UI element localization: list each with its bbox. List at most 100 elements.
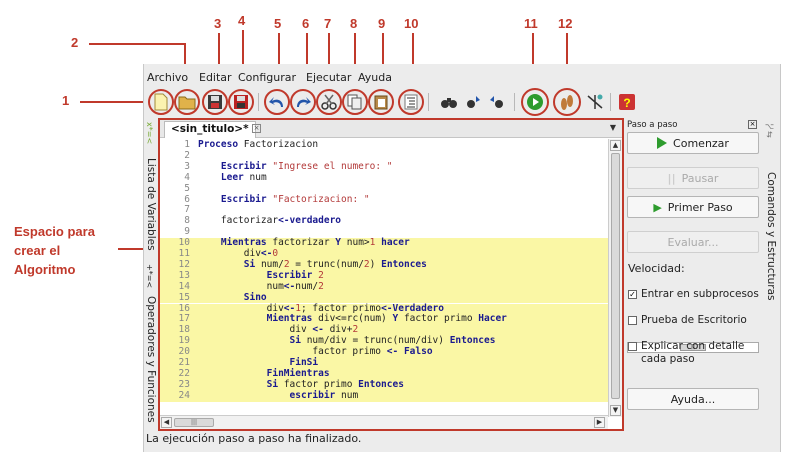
code-line[interactable]: 4 Leer num (160, 172, 608, 184)
annotation-7: 7 (324, 16, 332, 31)
line-number: 8 (184, 215, 190, 227)
velocidad-label: Velocidad: (628, 262, 685, 275)
horizontal-scrollbar[interactable]: ◀ ||| ▶ (160, 415, 608, 429)
code-line[interactable]: 7 (160, 204, 608, 216)
code-line-text: div <- div+2 (198, 324, 359, 336)
code-line-text: div<-1; factor primo<-Verdadero (198, 302, 444, 314)
menu-archivo[interactable]: Archivo (147, 71, 189, 84)
code-line-text: factor primo <- Falso (198, 346, 433, 358)
scroll-down-arrow-icon[interactable]: ▼ (610, 405, 621, 416)
menu-editar[interactable]: Editar (199, 71, 232, 84)
tab-operators-functions[interactable]: Operadores y Funciones (145, 296, 157, 423)
prueba-escritorio-checkbox[interactable] (628, 316, 637, 325)
code-line[interactable]: 10 Mientras factorizar Y num>1 hacer (160, 237, 608, 249)
editor-tab[interactable]: <sin_titulo>* (164, 121, 256, 138)
menu-ayuda[interactable]: Ayuda (358, 71, 392, 84)
pausar-label: Pausar (681, 171, 719, 185)
code-line[interactable]: 3 Escribir "Ingrese el numero: " (160, 160, 608, 173)
highlight-ring-11 (521, 88, 549, 116)
tab-comandos-estructuras[interactable]: Comandos y Estructuras (765, 172, 777, 301)
highlight-ring-4 (228, 89, 254, 115)
panel-close-icon[interactable]: × (748, 120, 757, 129)
velocidad-slider-thumb[interactable]: ||| (680, 344, 706, 351)
code-line-text: Escribir "Ingrese el numero: " (220, 160, 393, 172)
toolbar-separator (428, 93, 429, 111)
draw-diagram-icon[interactable] (584, 91, 606, 113)
velocidad-slider[interactable]: ||| (627, 342, 759, 353)
find-icon[interactable] (438, 91, 460, 113)
scroll-up-arrow-icon[interactable]: ▲ (610, 140, 621, 151)
tab-variables-list[interactable]: Lista de Variables (145, 158, 157, 251)
code-line[interactable]: 8 factorizar<-verdadero (160, 215, 608, 227)
annotation-3-vline (218, 33, 220, 87)
tab-close-icon[interactable]: × (252, 124, 261, 133)
tab-list-chevron-icon[interactable]: ▼ (609, 123, 616, 132)
code-line[interactable]: 6 Escribir "Factorizacion: " (160, 193, 608, 206)
highlight-ring-12 (553, 88, 581, 116)
line-number: 16 (178, 302, 190, 314)
code-line[interactable]: 5 (160, 183, 608, 195)
horizontal-scroll-thumb[interactable]: ||| (174, 418, 214, 427)
entrar-subprocesos-checkbox[interactable]: ✓ (628, 290, 637, 299)
highlight-ring-1 (148, 89, 174, 115)
ayuda-button[interactable]: Ayuda... (627, 388, 759, 410)
variables-tab-glyph[interactable]: x*=< (145, 122, 154, 145)
code-line[interactable]: 9 (160, 226, 608, 238)
scroll-left-arrow-icon[interactable]: ◀ (161, 417, 172, 428)
code-line[interactable]: 23 Si factor primo Entonces (160, 379, 608, 391)
operators-tab-glyph[interactable]: +*=< (145, 264, 154, 289)
line-number: 18 (178, 324, 190, 336)
menu-ejecutar[interactable]: Ejecutar (306, 71, 352, 84)
code-line-text: Escribir "Factorizacion: " (220, 193, 370, 205)
annotation-8: 8 (350, 16, 358, 31)
code-line-text: escribir num (289, 389, 359, 401)
line-number: 13 (178, 269, 190, 281)
panel-title: Paso a paso (627, 120, 678, 130)
commands-tab-glyph-icon[interactable]: ⌥⇆ (765, 122, 774, 138)
annotation-10-vline (412, 33, 414, 87)
annotation-12-vline (566, 33, 568, 87)
help-icon[interactable]: ? (616, 91, 638, 113)
find-prev-icon[interactable] (462, 91, 484, 113)
code-line[interactable]: 12 Si num/2 = trunc(num/2) Entonces (160, 259, 608, 271)
vertical-scrollbar[interactable]: ▲ ▼ (608, 139, 622, 417)
code-line-text: Mientras div<=rc(num) Y factor primo Hac… (266, 313, 507, 325)
prueba-escritorio-label: Prueba de Escritorio (641, 314, 747, 326)
code-line[interactable]: 19 Si num/div = trunc(num/div) Entonces (160, 335, 608, 348)
pseint-window: Archivo Editar Configurar Ejecutar Ayuda (143, 64, 781, 452)
code-line[interactable]: 11 div<-0 (160, 248, 608, 260)
primer-paso-button[interactable]: ▶ Primer Paso (627, 196, 759, 218)
code-line[interactable]: 22 FinMientras (160, 367, 608, 380)
code-line-text: Sino (243, 291, 267, 303)
menu-bar: Archivo Editar Configurar Ejecutar Ayuda (144, 68, 780, 88)
highlight-ring-6 (290, 89, 316, 115)
code-line[interactable]: 13 Escribir 2 (160, 269, 608, 282)
code-line[interactable]: 14 num<-num/2 (160, 281, 608, 293)
code-line[interactable]: 2 (160, 150, 608, 162)
toolbar-separator (610, 93, 611, 111)
scroll-right-arrow-icon[interactable]: ▶ (594, 417, 605, 428)
highlight-ring-2 (174, 89, 200, 115)
code-line-text: FinMientras (266, 367, 330, 379)
comenzar-button[interactable]: Comenzar (627, 132, 759, 154)
find-next-icon[interactable] (486, 91, 508, 113)
pausar-button[interactable]: || Pausar (627, 167, 759, 189)
evaluar-button[interactable]: Evaluar... (627, 231, 759, 253)
code-line[interactable]: 20 factor primo <- Falso (160, 346, 608, 358)
menu-configurar[interactable]: Configurar (238, 71, 297, 84)
code-line-text: Escribir 2 (266, 269, 324, 281)
editor-space-label: Espacio para crear el Algoritmo (14, 222, 124, 279)
code-line[interactable]: 18 div <- div+2 (160, 324, 608, 337)
code-line[interactable]: 24 escribir num (160, 389, 608, 402)
comenzar-label: Comenzar (673, 136, 729, 150)
code-line[interactable]: 21 FinSi (160, 357, 608, 369)
code-line[interactable]: 17 Mientras div<=rc(num) Y factor primo … (160, 313, 608, 326)
code-line[interactable]: 15 Sino (160, 291, 608, 304)
code-line[interactable]: 16 div<-1; factor primo<-Verdadero (160, 302, 608, 315)
highlight-ring-8 (342, 89, 368, 115)
vertical-scroll-thumb[interactable] (611, 153, 620, 399)
annotation-4: 4 (238, 13, 246, 28)
explicar-detalle-checkbox[interactable] (628, 342, 637, 351)
